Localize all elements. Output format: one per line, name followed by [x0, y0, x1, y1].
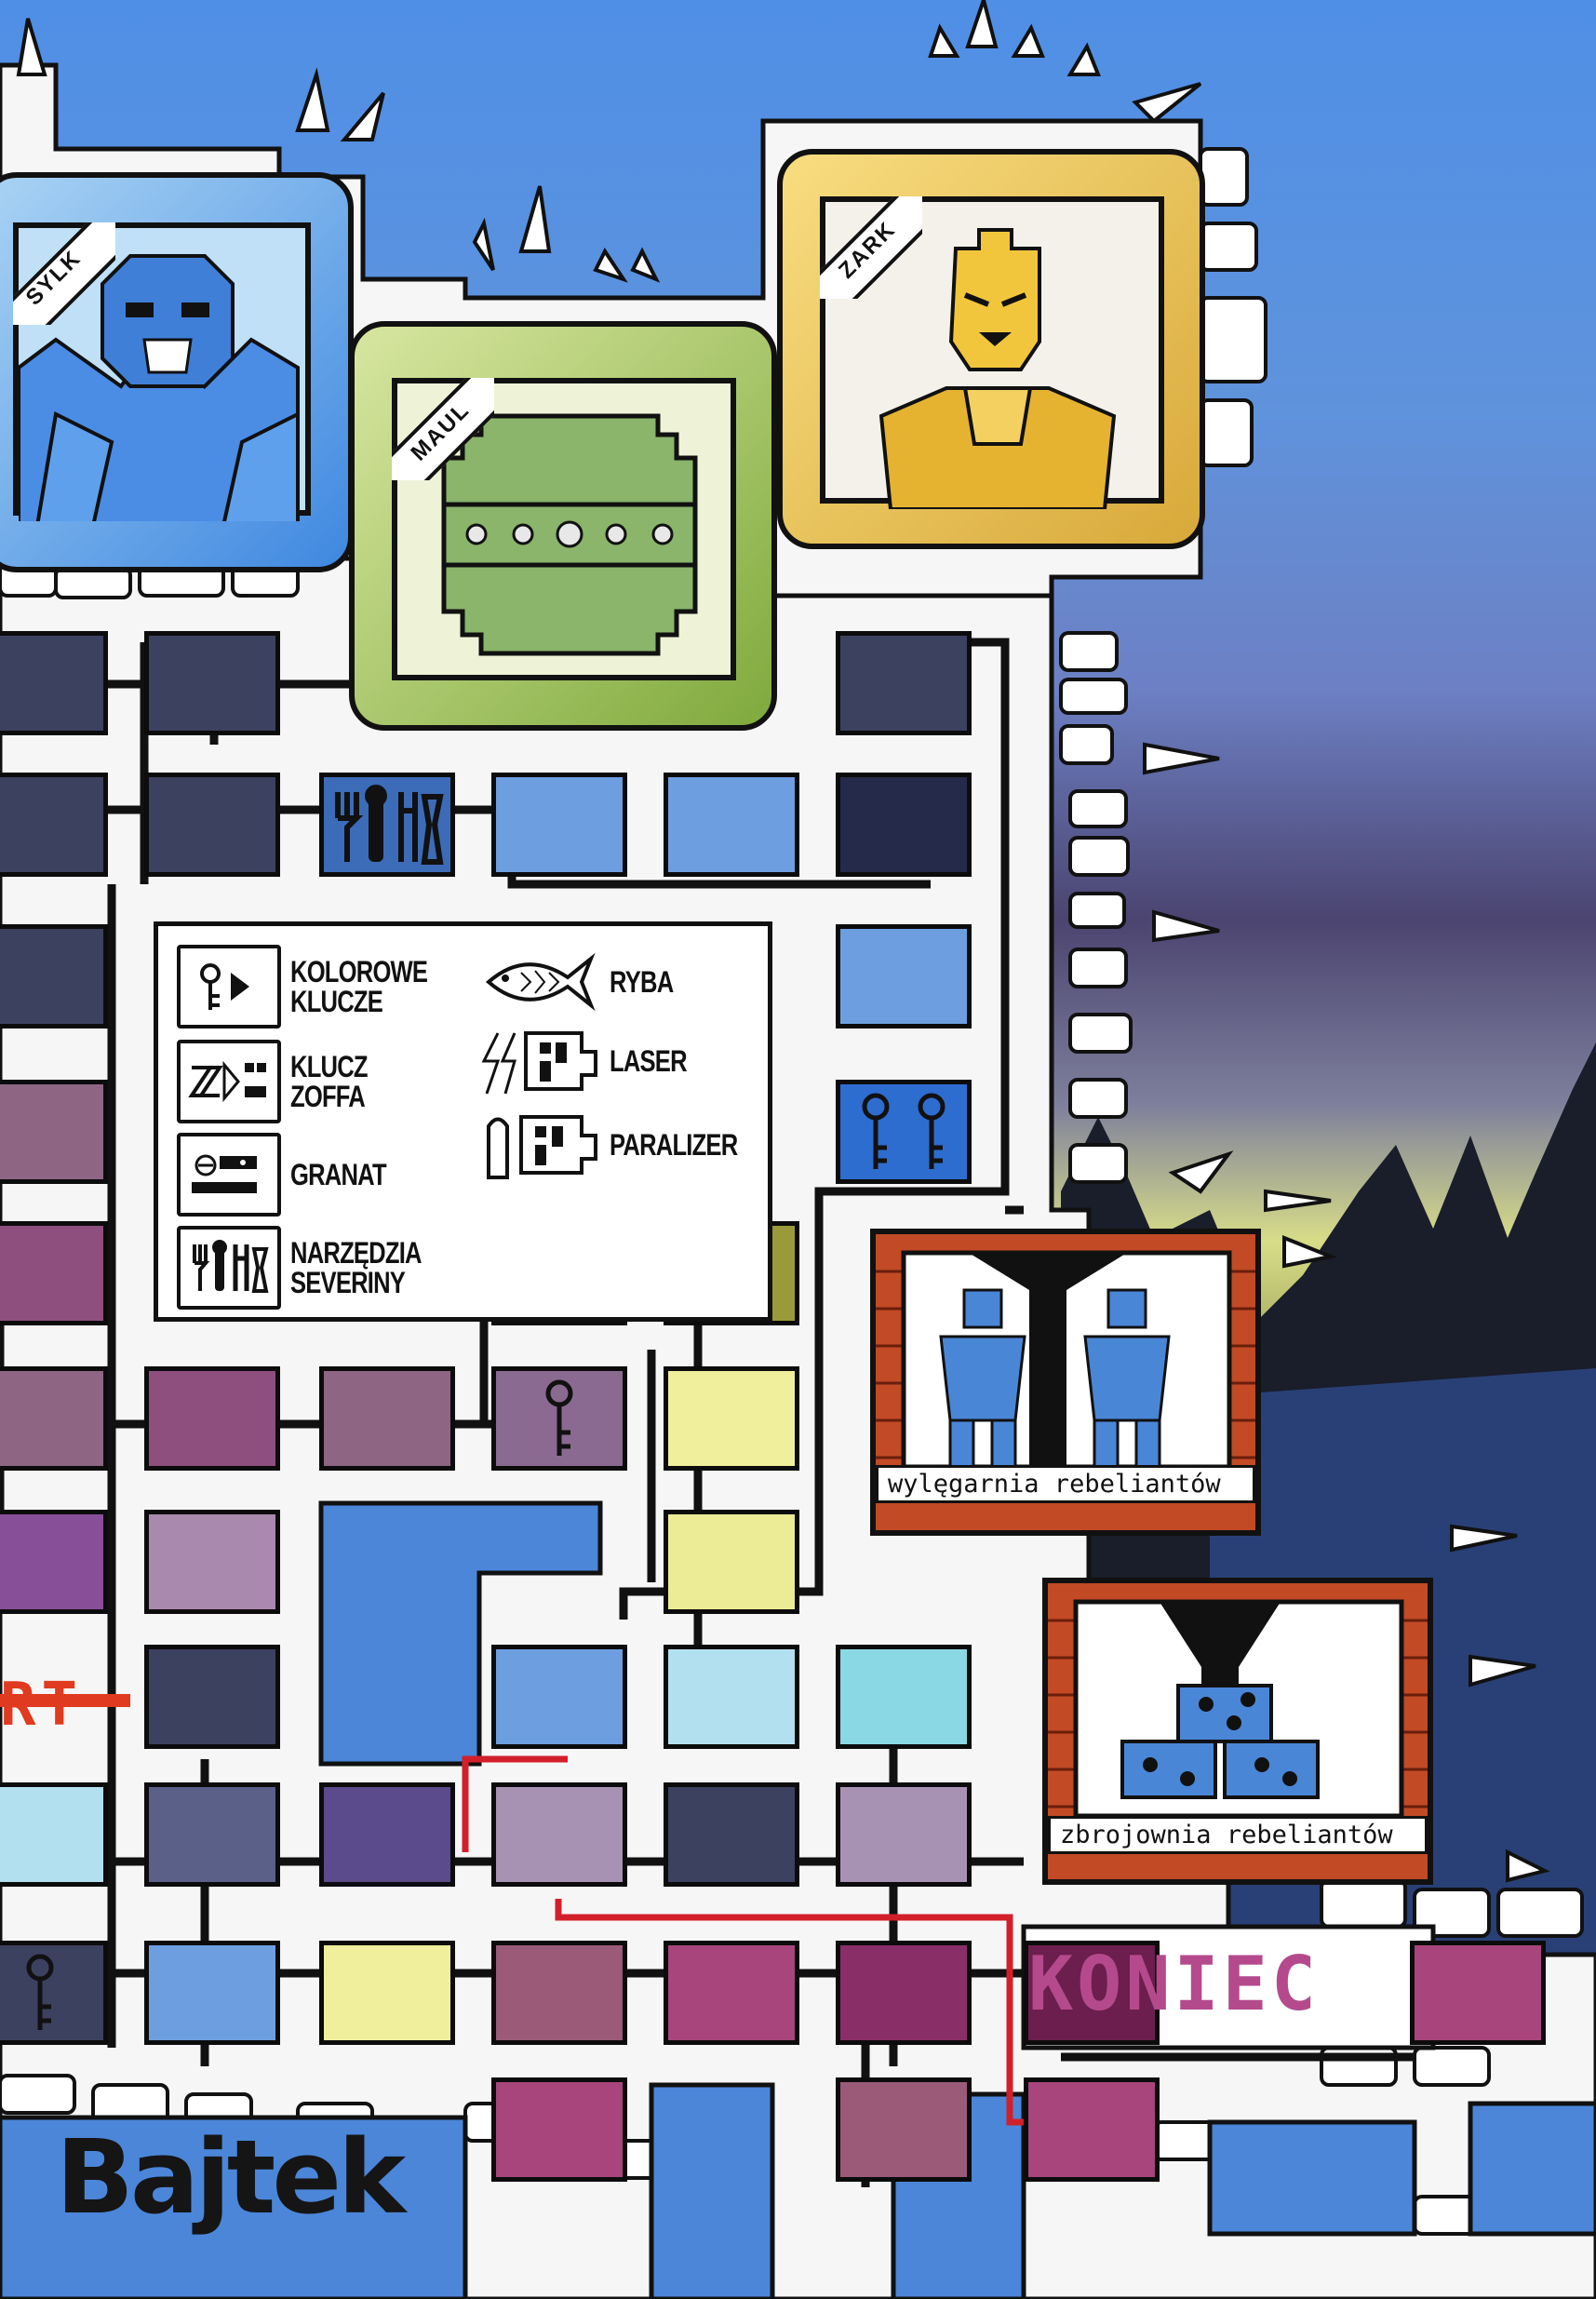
board-square[interactable]	[0, 1080, 108, 1184]
board-square[interactable]	[0, 1510, 108, 1614]
board-square[interactable]	[319, 773, 455, 877]
legend-label: RYBA	[610, 967, 736, 997]
legend-item-fish: RYBA	[479, 945, 768, 1019]
laser-icon	[479, 1024, 600, 1098]
grenade-icon	[177, 1133, 281, 1217]
start-label: RT	[0, 1671, 83, 1740]
board-square[interactable]	[144, 1366, 280, 1471]
board-square[interactable]	[319, 1366, 455, 1471]
character-sylk-portrait: SYLK	[13, 222, 311, 516]
legend-label: PARALIZER	[610, 1130, 736, 1160]
board-square[interactable]	[1024, 2077, 1160, 2182]
key-icon	[12, 1951, 68, 2035]
board-square[interactable]	[491, 1782, 627, 1887]
board-square[interactable]	[836, 1782, 972, 1887]
paralyzer-icon	[479, 1108, 600, 1182]
legend-label: KLUCZ	[290, 1052, 417, 1082]
board-square[interactable]	[144, 1782, 280, 1887]
board-square[interactable]	[836, 1645, 972, 1749]
key-icon	[531, 1377, 587, 1460]
armory-label: zbrojownia rebeliantów	[1048, 1816, 1428, 1854]
legend-item-paralyzer: PARALIZER	[479, 1108, 768, 1182]
legend-label: KOLOROWE	[290, 957, 417, 987]
board-square[interactable]	[836, 1080, 972, 1184]
board-square[interactable]	[1410, 1941, 1546, 2045]
board-square[interactable]	[0, 1221, 108, 1325]
board-square[interactable]	[664, 1941, 799, 2045]
legend-label: SEVERINY	[290, 1268, 417, 1297]
board-square[interactable]	[491, 2077, 627, 2182]
board-square[interactable]	[491, 1941, 627, 2045]
hatchery-label: wylęgarnia rebeliantów	[876, 1465, 1255, 1503]
character-zark-frame[interactable]: ZARK	[777, 149, 1205, 549]
end-label: KONIEC	[1028, 1941, 1320, 2027]
board-square[interactable]	[144, 773, 280, 877]
board-square[interactable]	[664, 1366, 799, 1471]
character-sylk-frame[interactable]: SYLK	[0, 172, 354, 572]
legend-item-grenade: GRANAT	[177, 1133, 449, 1217]
keys-icon	[848, 1090, 959, 1174]
board-square[interactable]	[836, 631, 972, 735]
board-square[interactable]	[836, 924, 972, 1028]
board-square[interactable]	[319, 1941, 455, 2045]
character-maul-portrait: MAUL	[392, 378, 736, 680]
board-square[interactable]	[491, 1366, 627, 1471]
character-zark-portrait: ZARK	[820, 196, 1164, 504]
zoff-key-icon	[177, 1040, 281, 1123]
board-square[interactable]	[144, 1645, 280, 1749]
legend-item-laser: LASER	[479, 1024, 768, 1098]
board-square[interactable]	[0, 1941, 108, 2045]
board-square[interactable]	[0, 924, 108, 1028]
legend-label: ZOFFA	[290, 1082, 417, 1111]
board-square[interactable]	[491, 773, 627, 877]
board-square[interactable]	[664, 773, 799, 877]
board-square[interactable]	[836, 1941, 972, 2045]
board-square[interactable]	[0, 1366, 108, 1471]
board-square[interactable]	[664, 1510, 799, 1614]
legend-label: GRANAT	[290, 1160, 417, 1190]
character-maul-frame[interactable]: MAUL	[349, 321, 777, 731]
board-square[interactable]	[0, 773, 108, 877]
board-square[interactable]	[836, 773, 972, 877]
tools-icon	[327, 783, 448, 867]
bajtek-logo: Bajtek	[56, 2118, 402, 2237]
board-square[interactable]	[0, 631, 108, 735]
legend-label: LASER	[610, 1046, 736, 1076]
hatchery-room[interactable]: wylęgarnia rebeliantów	[870, 1229, 1261, 1536]
legend-label: NARZĘDZIA	[290, 1238, 417, 1268]
board-square[interactable]	[144, 1510, 280, 1614]
board-square[interactable]	[664, 1645, 799, 1749]
board-square[interactable]	[491, 1645, 627, 1749]
armory-room[interactable]: zbrojownia rebeliantów	[1042, 1578, 1433, 1885]
fish-icon	[479, 945, 600, 1019]
colored-keys-icon	[177, 945, 281, 1028]
legend-label: KLUCZE	[290, 987, 417, 1016]
board-square[interactable]	[144, 631, 280, 735]
board-square[interactable]	[664, 1782, 799, 1887]
board-square[interactable]	[144, 1941, 280, 2045]
tools-icon	[177, 1226, 281, 1310]
board-square[interactable]	[319, 1782, 455, 1887]
board-square[interactable]	[836, 2077, 972, 2182]
board-square[interactable]	[0, 1782, 108, 1887]
